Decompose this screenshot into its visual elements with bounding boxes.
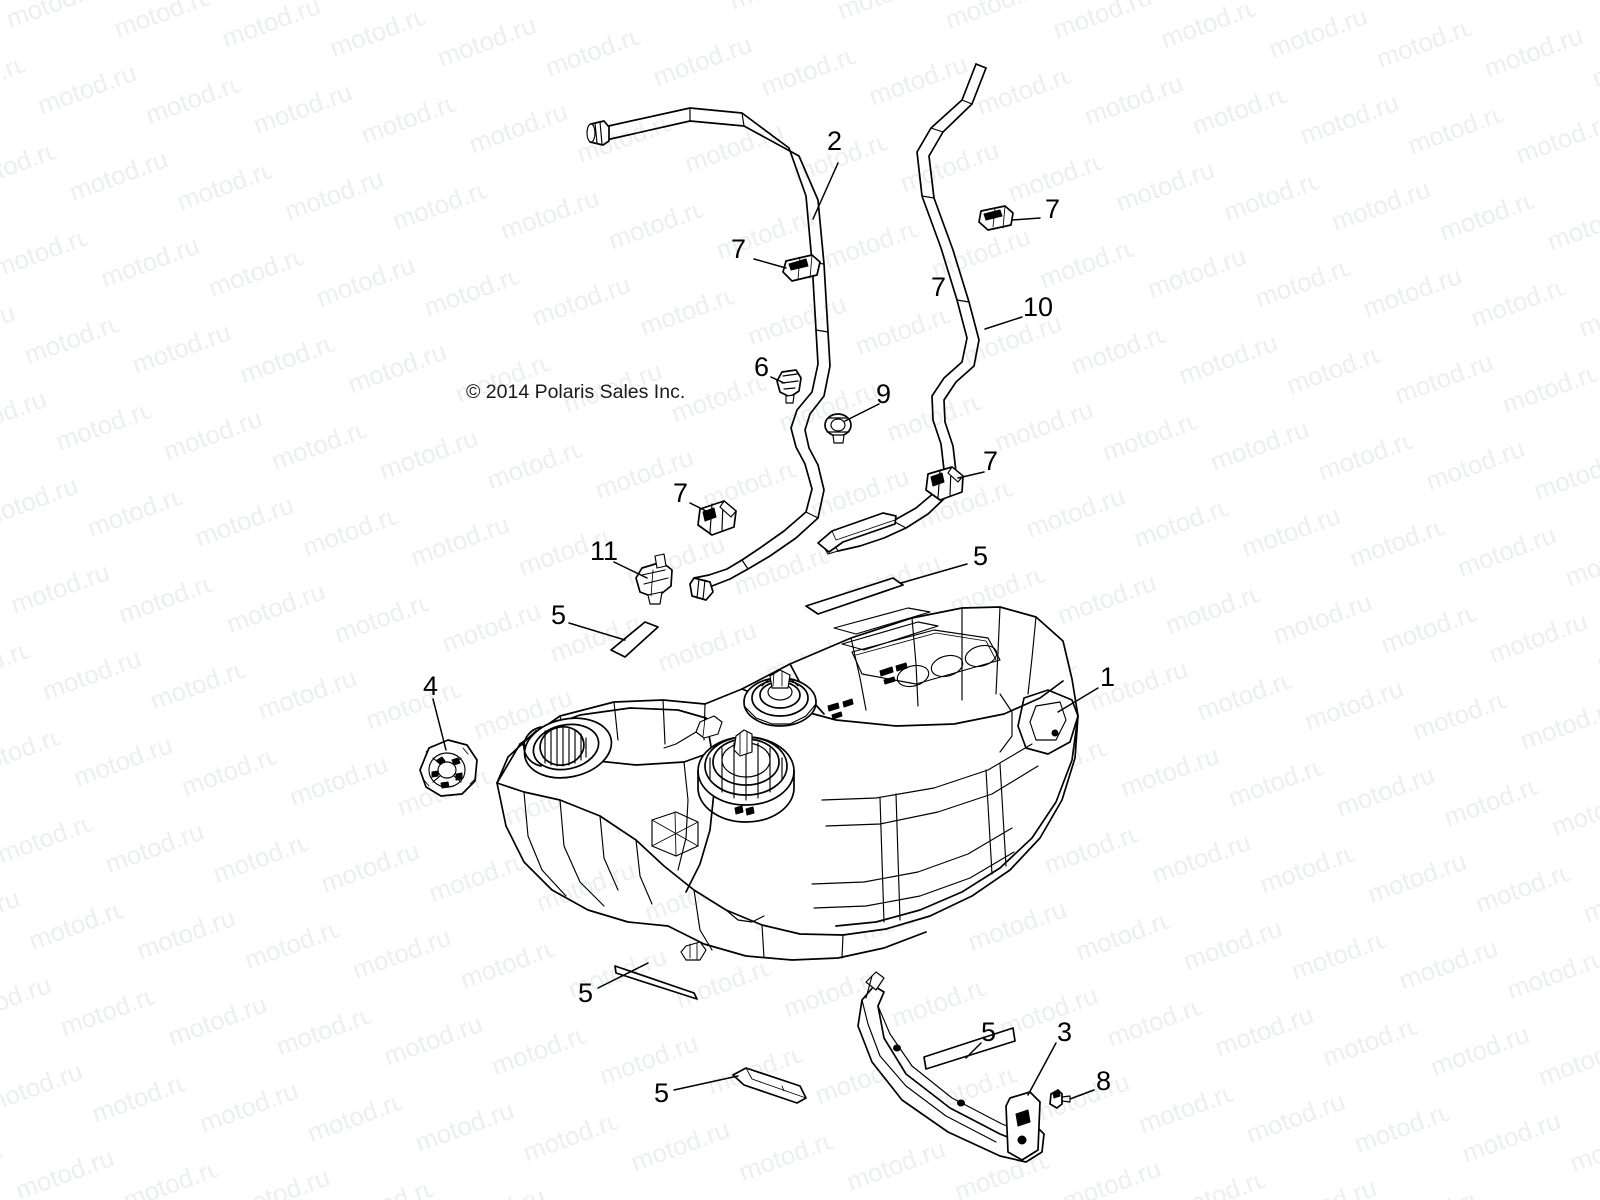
leader-3 (1027, 1042, 1057, 1096)
callout-10: 10 (1023, 292, 1054, 322)
leader-2 (812, 162, 839, 220)
leader-5a (900, 563, 968, 584)
callout-6: 6 (754, 352, 770, 382)
callout-2: 2 (827, 126, 843, 156)
leader-5e (673, 1075, 739, 1091)
leader-10 (984, 316, 1023, 330)
leader-4 (432, 698, 447, 751)
leader-7e (689, 502, 711, 514)
leader-8 (1069, 1089, 1095, 1100)
leader-7a (1011, 217, 1041, 221)
callout-5c: 5 (578, 978, 594, 1008)
leader-11 (613, 561, 648, 579)
callout-8: 8 (1096, 1066, 1112, 1096)
leader-7b (753, 258, 787, 269)
callout-7c: 7 (931, 272, 947, 302)
callout-9: 9 (876, 379, 892, 409)
leader-7d (957, 471, 985, 479)
callout-3: 3 (1057, 1017, 1073, 1047)
callout-4: 4 (423, 671, 439, 701)
leader-5c (597, 962, 649, 989)
leader-1 (1057, 687, 1099, 713)
leader-9 (844, 403, 880, 422)
callout-5b: 5 (551, 600, 567, 630)
callout-5a: 5 (973, 541, 989, 571)
callout-5e: 5 (654, 1078, 670, 1108)
copyright-notice: © 2014 Polaris Sales Inc. (466, 381, 686, 403)
callout-5d: 5 (981, 1017, 997, 1047)
callout-11: 11 (590, 536, 619, 566)
leader-5d (965, 1042, 982, 1059)
callout-7d: 7 (983, 446, 999, 476)
callout-7e: 7 (673, 478, 689, 508)
callout-7a: 7 (1045, 194, 1061, 224)
leader-6 (770, 376, 785, 384)
leader-5b (568, 622, 626, 641)
callout-7b: 7 (731, 234, 747, 264)
callout-1: 1 (1100, 662, 1116, 692)
